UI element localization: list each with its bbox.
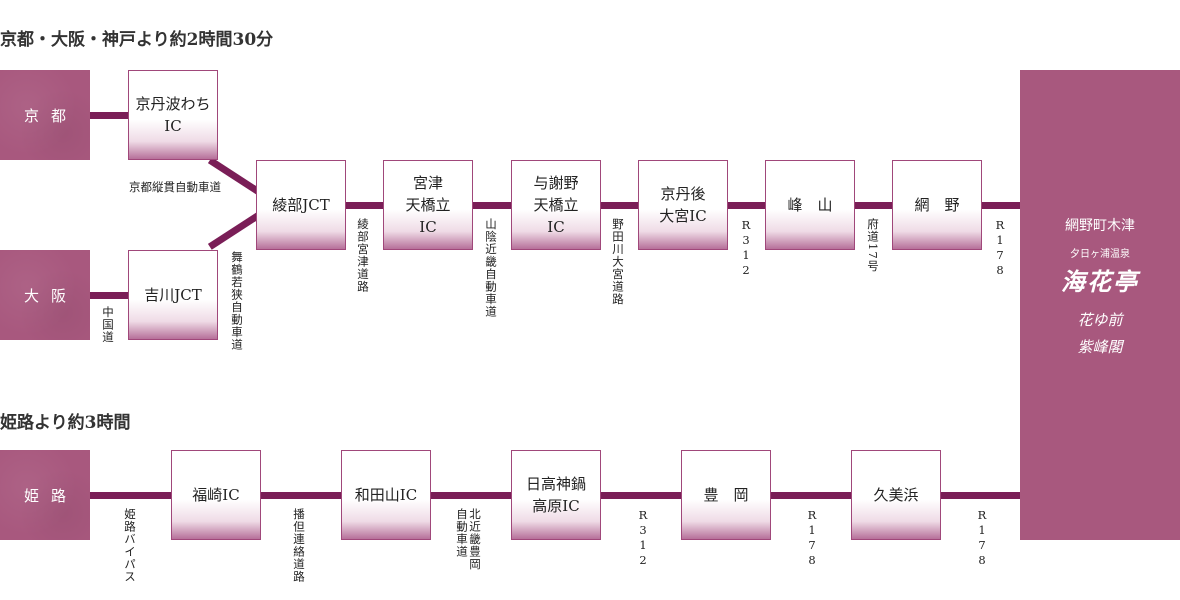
node-wadayama-ic: 和田山IC bbox=[341, 450, 431, 540]
road-label: R178 bbox=[975, 508, 989, 568]
road-label: R178 bbox=[805, 508, 819, 568]
node-kumihama: 久美浜 bbox=[851, 450, 941, 540]
origin-kyoto: 京都 bbox=[0, 70, 90, 160]
road-label: 綾部宮津道路 bbox=[356, 218, 370, 293]
road-label: 北近畿豊岡 自動車道 bbox=[455, 508, 482, 571]
road-label: 山陰近畿自動車道 bbox=[484, 218, 498, 318]
road-label: 姫路バイパス bbox=[123, 508, 137, 583]
node-miyazu-ic: 宮津 天橋立 IC bbox=[383, 160, 473, 250]
origin-osaka: 大阪 bbox=[0, 250, 90, 340]
destination-onsen: 夕日ヶ浦温泉 bbox=[1070, 249, 1130, 260]
road-label: 府道17号 bbox=[866, 218, 880, 273]
hotel-logo-shihokaku: 紫峰閣 bbox=[1077, 338, 1123, 356]
node-yosano-ic: 与謝野 天橋立 IC bbox=[511, 160, 601, 250]
node-toyooka: 豊 岡 bbox=[681, 450, 771, 540]
title-kyoto-osaka: 京都・大阪・神戸より約2時間30分 bbox=[0, 30, 274, 50]
node-ayabe-jct: 綾部JCT bbox=[256, 160, 346, 250]
route-line bbox=[90, 292, 130, 299]
title-himeji: 姫路より約3時間 bbox=[0, 413, 131, 433]
route-line bbox=[90, 112, 130, 119]
route-line bbox=[207, 211, 263, 250]
road-label: R312 bbox=[636, 508, 650, 568]
road-label: R178 bbox=[993, 218, 1007, 278]
destination-area: 網野町木津 bbox=[1065, 218, 1135, 234]
node-amino: 網 野 bbox=[892, 160, 982, 250]
destination-box: 網野町木津 夕日ヶ浦温泉 海花亭 花ゆ前 紫峰閣 bbox=[1020, 70, 1180, 540]
road-label: 野田川大宮道路 bbox=[611, 218, 625, 306]
node-fukusaki-ic: 福崎IC bbox=[171, 450, 261, 540]
road-label: 中国道 bbox=[101, 306, 115, 344]
road-label: 播但連絡道路 bbox=[292, 508, 306, 583]
road-label: R312 bbox=[739, 218, 753, 278]
hotel-logo-kaikatei: 海花亭 bbox=[1061, 267, 1139, 296]
hotel-logo-hanayuzen: 花ゆ前 bbox=[1077, 311, 1123, 329]
node-mineyama: 峰 山 bbox=[765, 160, 855, 250]
origin-himeji: 姫路 bbox=[0, 450, 90, 540]
road-label: 舞鶴若狭自動車道 bbox=[230, 251, 244, 351]
node-kyotanba-wachi-ic: 京丹波わち IC bbox=[128, 70, 218, 160]
node-omiya-ic: 京丹後 大宮IC bbox=[638, 160, 728, 250]
node-yoshikawa-jct: 吉川JCT bbox=[128, 250, 218, 340]
road-label: 京都縦貫自動車道 bbox=[129, 180, 221, 194]
node-hidaka-ic: 日高神鍋 高原IC bbox=[511, 450, 601, 540]
